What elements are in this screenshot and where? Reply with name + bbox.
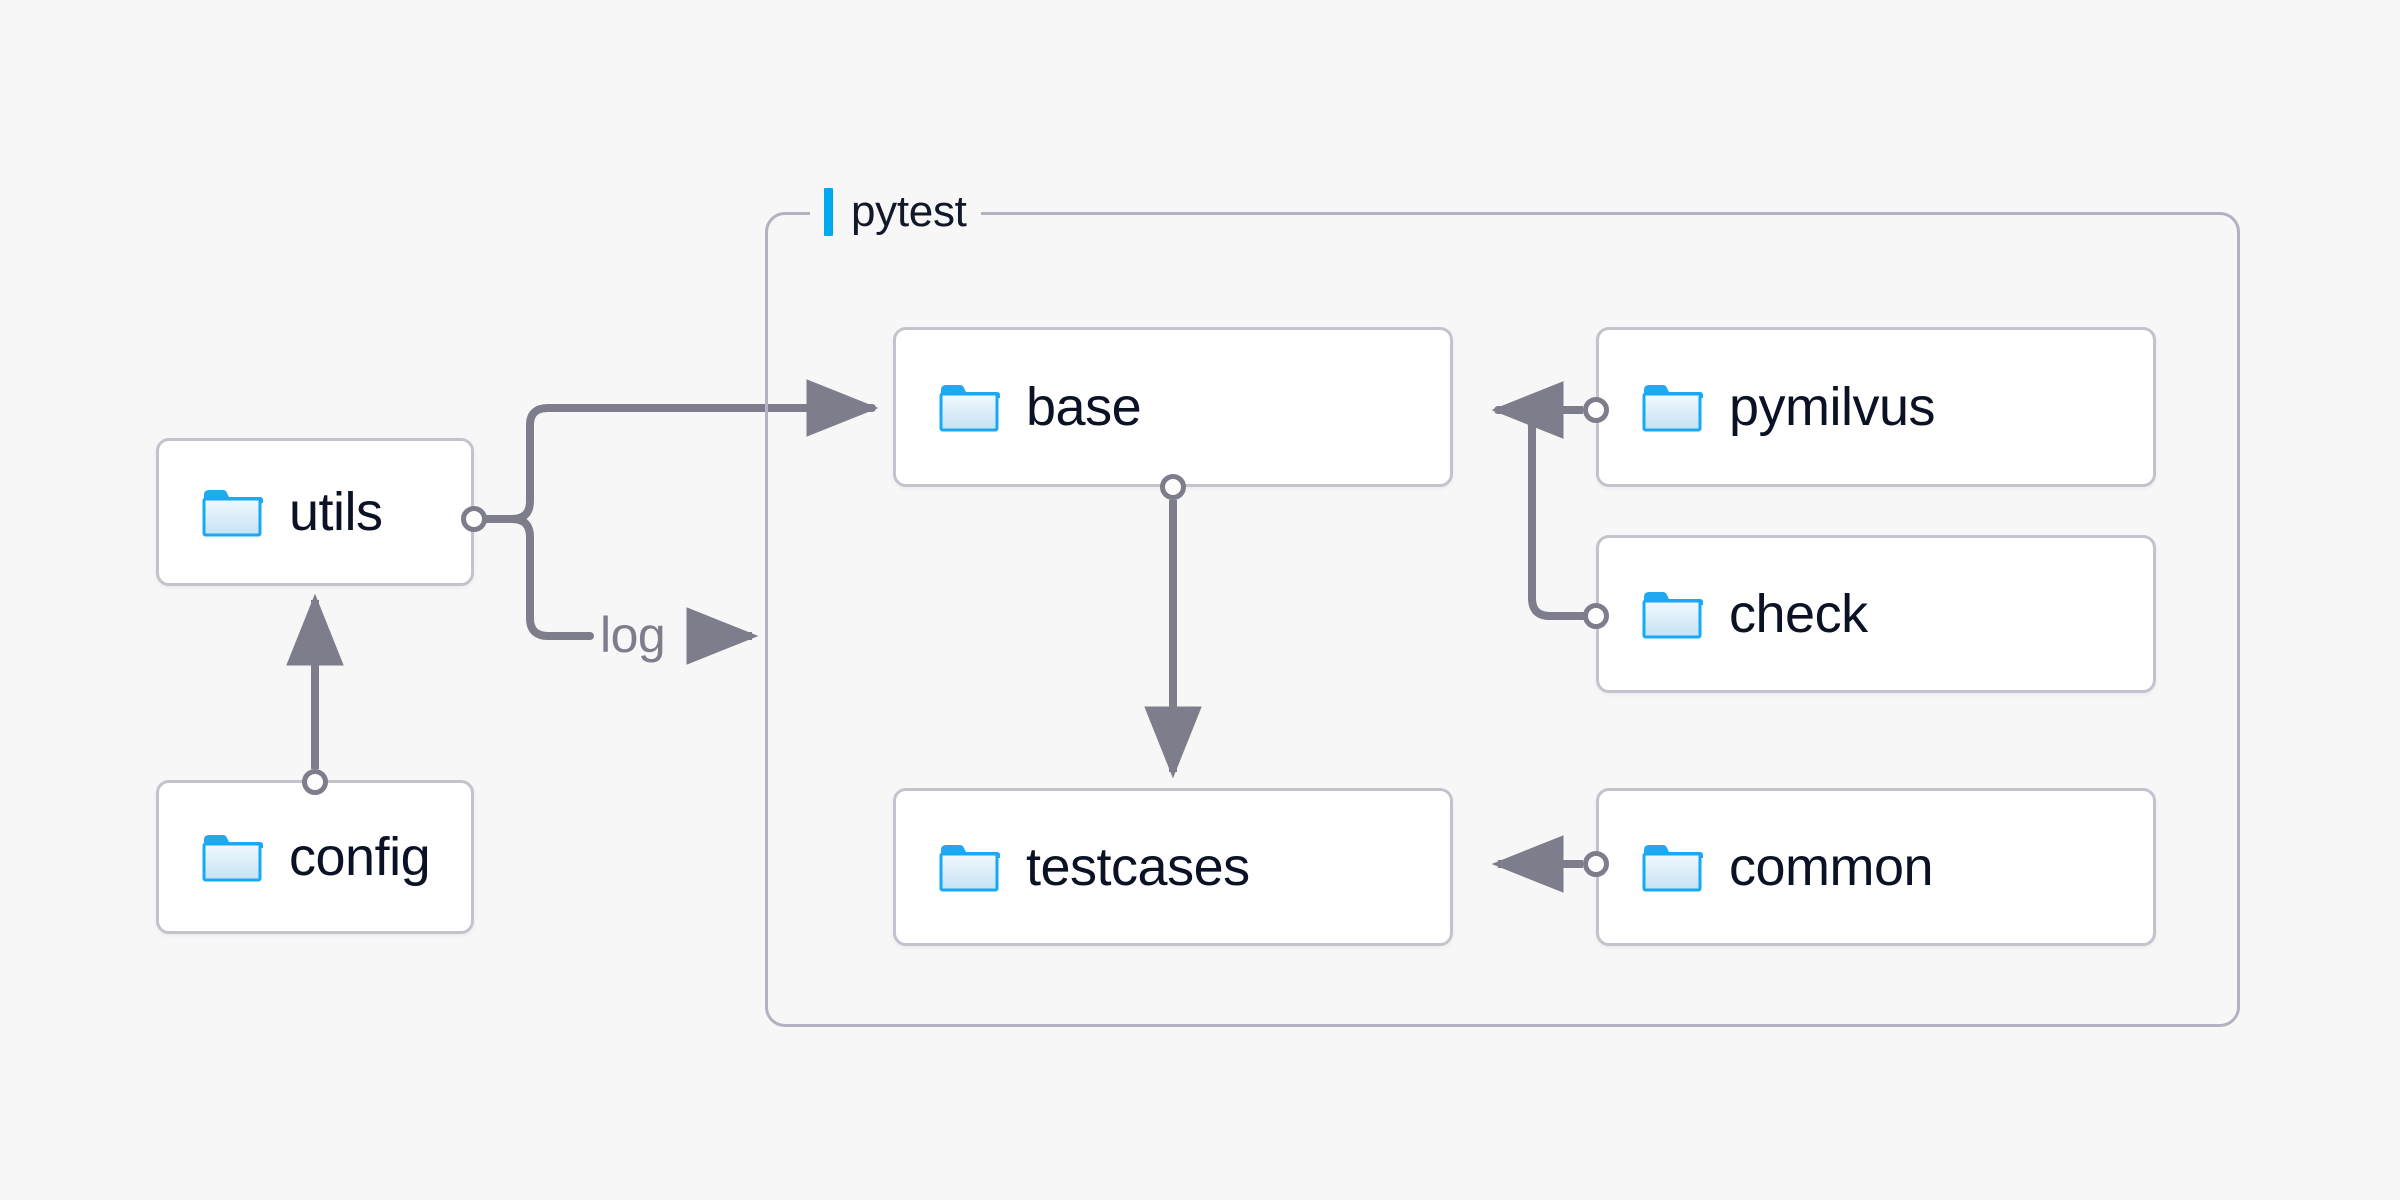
port-check-left[interactable]: [1583, 603, 1609, 629]
node-check-content: check: [1599, 587, 1868, 641]
node-utils[interactable]: utils: [156, 438, 474, 586]
port-common-left[interactable]: [1583, 851, 1609, 877]
node-base-content: base: [896, 377, 1142, 437]
node-utils-content: utils: [159, 485, 383, 539]
accent-bar-icon: [824, 188, 833, 236]
node-pymilvus[interactable]: pymilvus: [1596, 327, 2156, 487]
node-base-label: base: [1026, 377, 1142, 437]
node-testcases[interactable]: testcases: [893, 788, 1453, 946]
port-utils-right[interactable]: [461, 506, 487, 532]
folder-icon: [1642, 385, 1703, 432]
node-common-label: common: [1729, 837, 1934, 897]
node-config[interactable]: config: [156, 780, 474, 934]
port-base-bottom[interactable]: [1160, 474, 1186, 500]
node-config-content: config: [159, 827, 431, 887]
node-check-label: check: [1729, 584, 1868, 644]
node-common-content: common: [1599, 837, 1934, 897]
folder-icon: [939, 845, 1000, 892]
node-base[interactable]: base: [893, 327, 1453, 487]
folder-icon: [1642, 845, 1703, 892]
node-pymilvus-content: pymilvus: [1599, 377, 1936, 437]
folder-icon: [939, 385, 1000, 432]
folder-icon: [1642, 592, 1703, 639]
node-testcases-label: testcases: [1026, 837, 1250, 897]
node-common[interactable]: common: [1596, 788, 2156, 946]
node-check[interactable]: check: [1596, 535, 2156, 693]
node-pymilvus-label: pymilvus: [1729, 377, 1936, 437]
port-config-top[interactable]: [302, 769, 328, 795]
edge-label-log: log: [600, 607, 666, 663]
folder-icon: [202, 490, 263, 537]
node-utils-label: utils: [289, 482, 383, 542]
group-pytest[interactable]: [765, 212, 2240, 1027]
port-pymilvus-left[interactable]: [1583, 397, 1609, 423]
group-pytest-label-text: pytest: [851, 187, 967, 236]
group-pytest-label: pytest: [810, 183, 981, 241]
folder-icon: [202, 835, 263, 882]
node-config-label: config: [289, 827, 431, 887]
node-testcases-content: testcases: [896, 840, 1250, 894]
